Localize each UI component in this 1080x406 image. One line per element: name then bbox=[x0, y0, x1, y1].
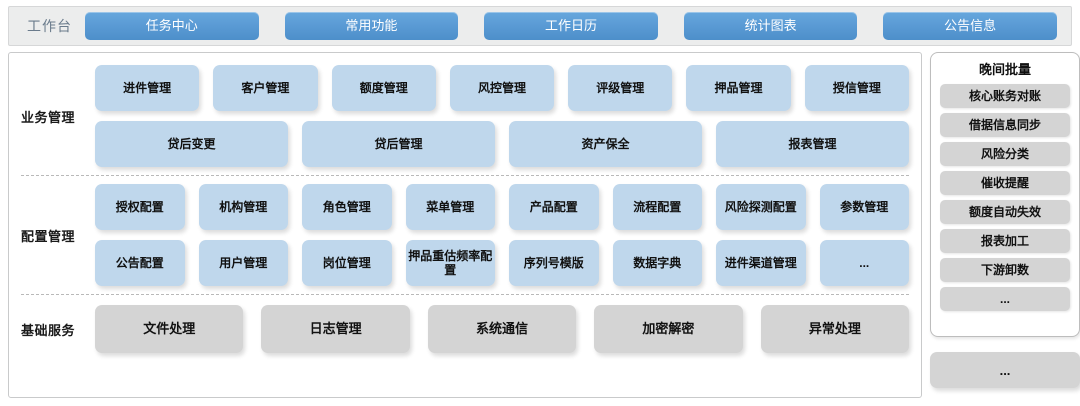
sidebar-item-risk-classification[interactable]: 风险分类 bbox=[940, 142, 1070, 166]
top-button-statistics-chart[interactable]: 统计图表 bbox=[683, 12, 858, 40]
section-business-management: 业务管理 进件管理 客户管理 额度管理 风控管理 评级管理 押品管理 授信管理 … bbox=[9, 57, 921, 167]
top-button-group: 任务中心 常用功能 工作日历 统计图表 公告信息 bbox=[85, 12, 1061, 40]
card-parameter-management[interactable]: 参数管理 bbox=[819, 184, 909, 230]
night-batch-panel: 晚间批量 核心账务对账 借据信息同步 风险分类 催收提醒 额度自动失效 报表加工… bbox=[930, 52, 1080, 337]
card-authorization-config[interactable]: 授权配置 bbox=[95, 184, 185, 230]
sidebar-item-more[interactable]: ... bbox=[940, 287, 1070, 311]
divider-config-base bbox=[21, 294, 909, 295]
section-label-business-management: 业务管理 bbox=[21, 109, 76, 125]
card-file-processing[interactable]: 文件处理 bbox=[95, 305, 244, 353]
card-post-loan-management[interactable]: 贷后管理 bbox=[302, 121, 495, 167]
sidebar-item-collection-reminder[interactable]: 催收提醒 bbox=[940, 171, 1070, 195]
sidebar-item-core-accounting-reconciliation[interactable]: 核心账务对账 bbox=[940, 84, 1070, 108]
top-button-work-calendar[interactable]: 工作日历 bbox=[484, 12, 658, 40]
card-data-dictionary[interactable]: 数据字典 bbox=[612, 240, 702, 286]
card-collateral-revaluation-frequency-config[interactable]: 押品重估频率配置 bbox=[405, 240, 495, 286]
top-button-task-center[interactable]: 任务中心 bbox=[85, 12, 259, 40]
top-navigation-bar: 工作台 任务中心 常用功能 工作日历 统计图表 公告信息 bbox=[8, 6, 1072, 46]
sidebar-item-loan-document-sync[interactable]: 借据信息同步 bbox=[940, 113, 1070, 137]
card-role-management[interactable]: 角色管理 bbox=[302, 184, 392, 230]
section-basic-services: 基础服务 文件处理 日志管理 系统通信 加密解密 异常处理 bbox=[9, 303, 921, 353]
section-rows-configuration-management: 授权配置 机构管理 角色管理 菜单管理 产品配置 流程配置 风险探测配置 参数管… bbox=[95, 184, 921, 286]
card-menu-management[interactable]: 菜单管理 bbox=[405, 184, 495, 230]
card-credit-management[interactable]: 授信管理 bbox=[804, 65, 909, 111]
section-rows-basic-services: 文件处理 日志管理 系统通信 加密解密 异常处理 bbox=[95, 305, 921, 353]
config-row-2: 公告配置 用户管理 岗位管理 押品重估频率配置 序列号模版 数据字典 进件渠道管… bbox=[95, 240, 909, 286]
top-button-common-functions[interactable]: 常用功能 bbox=[284, 12, 459, 40]
sidebar-item-downstream-data-unload[interactable]: 下游卸数 bbox=[940, 258, 1070, 282]
section-configuration-management: 配置管理 授权配置 机构管理 角色管理 菜单管理 产品配置 流程配置 风险探测配… bbox=[9, 184, 921, 286]
card-user-management[interactable]: 用户管理 bbox=[198, 240, 288, 286]
card-post-loan-change[interactable]: 贷后变更 bbox=[95, 121, 288, 167]
card-customer-management[interactable]: 客户管理 bbox=[213, 65, 318, 111]
top-button-announcements[interactable]: 公告信息 bbox=[883, 12, 1057, 40]
section-rows-business-management: 进件管理 客户管理 额度管理 风控管理 评级管理 押品管理 授信管理 贷后变更 … bbox=[95, 65, 921, 167]
card-rating-management[interactable]: 评级管理 bbox=[568, 65, 673, 111]
business-row-2: 贷后变更 贷后管理 资产保全 报表管理 bbox=[95, 121, 909, 167]
divider-business-config bbox=[21, 175, 909, 176]
card-asset-preservation[interactable]: 资产保全 bbox=[509, 121, 702, 167]
card-serial-number-template[interactable]: 序列号模版 bbox=[509, 240, 599, 286]
sidebar-item-report-processing[interactable]: 报表加工 bbox=[940, 229, 1070, 253]
card-system-communication[interactable]: 系统通信 bbox=[427, 305, 577, 353]
card-organization-management[interactable]: 机构管理 bbox=[198, 184, 288, 230]
card-encryption-decryption[interactable]: 加密解密 bbox=[594, 305, 743, 353]
workbench-label: 工作台 bbox=[27, 18, 72, 34]
card-basic-services-more[interactable]: ... bbox=[930, 352, 1080, 388]
base-row-1: 文件处理 日志管理 系统通信 加密解密 异常处理 bbox=[95, 305, 910, 353]
card-product-config[interactable]: 产品配置 bbox=[509, 184, 599, 230]
card-log-management[interactable]: 日志管理 bbox=[261, 305, 410, 353]
module-map-panel: 业务管理 进件管理 客户管理 额度管理 风控管理 评级管理 押品管理 授信管理 … bbox=[8, 52, 922, 398]
card-announcement-config[interactable]: 公告配置 bbox=[95, 240, 185, 286]
card-config-more[interactable]: ... bbox=[819, 240, 909, 286]
section-label-configuration-management: 配置管理 bbox=[21, 228, 76, 244]
card-report-management[interactable]: 报表管理 bbox=[716, 121, 909, 167]
body-wrapper: 业务管理 进件管理 客户管理 额度管理 风控管理 评级管理 押品管理 授信管理 … bbox=[8, 52, 1080, 398]
card-incoming-channel-management[interactable]: 进件渠道管理 bbox=[716, 240, 806, 286]
card-exception-handling[interactable]: 异常处理 bbox=[760, 305, 910, 353]
card-risk-detection-config[interactable]: 风险探测配置 bbox=[716, 184, 806, 230]
card-limit-management[interactable]: 额度管理 bbox=[331, 65, 436, 111]
config-row-1: 授权配置 机构管理 角色管理 菜单管理 产品配置 流程配置 风险探测配置 参数管… bbox=[95, 184, 909, 230]
section-label-basic-services: 基础服务 bbox=[21, 322, 76, 338]
card-process-config[interactable]: 流程配置 bbox=[612, 184, 702, 230]
card-position-management[interactable]: 岗位管理 bbox=[302, 240, 392, 286]
card-incoming-management[interactable]: 进件管理 bbox=[95, 65, 200, 111]
sidebar-item-automatic-limit-expiry[interactable]: 额度自动失效 bbox=[940, 200, 1070, 224]
night-batch-title: 晚间批量 bbox=[978, 62, 1031, 77]
card-risk-control-management[interactable]: 风控管理 bbox=[449, 65, 555, 111]
business-row-1: 进件管理 客户管理 额度管理 风控管理 评级管理 押品管理 授信管理 bbox=[95, 65, 909, 111]
card-collateral-management[interactable]: 押品管理 bbox=[686, 65, 791, 111]
